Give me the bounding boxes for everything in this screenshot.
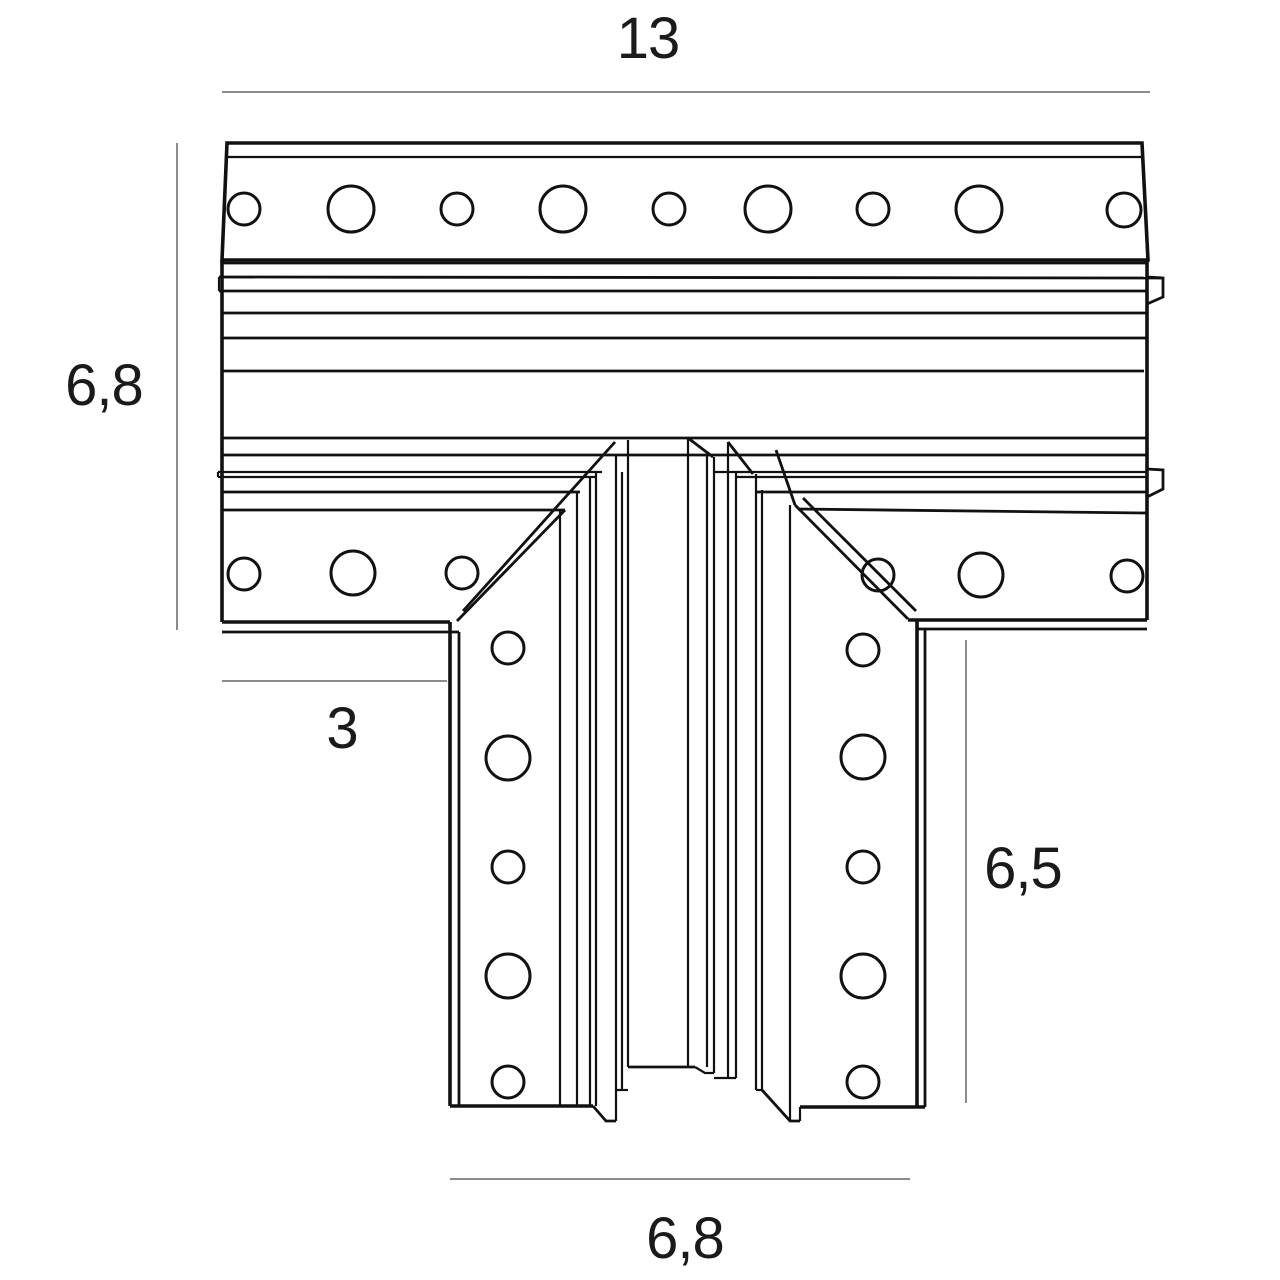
right-corner-step-1 bbox=[687, 436, 714, 459]
stem-left-column bbox=[448, 622, 616, 1123]
left-arm bbox=[222, 441, 617, 634]
right-corner-step-2 bbox=[726, 441, 755, 475]
left-arm-holes bbox=[226, 549, 480, 597]
dim-label-top-width: 13 bbox=[617, 6, 680, 71]
right-corner-step-3 bbox=[774, 449, 797, 506]
dim-label-left-height: 6,8 bbox=[65, 353, 143, 418]
right-miter-seam-inner bbox=[794, 504, 909, 620]
right-miter-seam-outer bbox=[802, 497, 917, 612]
profile-bands bbox=[217, 260, 1165, 622]
top-rail-holes bbox=[226, 184, 1143, 234]
right-arm-holes bbox=[860, 551, 1145, 599]
right-tab-lower bbox=[1146, 467, 1165, 499]
stem-right-holes bbox=[839, 632, 887, 1100]
left-miter-seam-inner bbox=[455, 509, 567, 622]
dim-label-stem-height: 6,5 bbox=[984, 836, 1062, 901]
right-tab-upper bbox=[1146, 275, 1165, 306]
right-arm bbox=[687, 436, 1147, 631]
top-rail bbox=[220, 141, 1150, 262]
stem-left-holes bbox=[484, 630, 532, 1100]
left-miter-seam-outer bbox=[461, 441, 617, 612]
dimensions: 13 6,8 3 6,5 6,8 bbox=[65, 6, 1150, 1271]
right-foot-chamfer bbox=[760, 1089, 800, 1123]
left-foot-chamfer bbox=[591, 1105, 616, 1123]
stem-right-column bbox=[760, 620, 927, 1123]
center-channel bbox=[558, 438, 792, 1121]
dim-label-arm-offset: 3 bbox=[326, 696, 357, 761]
lower-bands bbox=[216, 436, 1148, 515]
dim-label-bottom-width: 6,8 bbox=[646, 1206, 724, 1271]
